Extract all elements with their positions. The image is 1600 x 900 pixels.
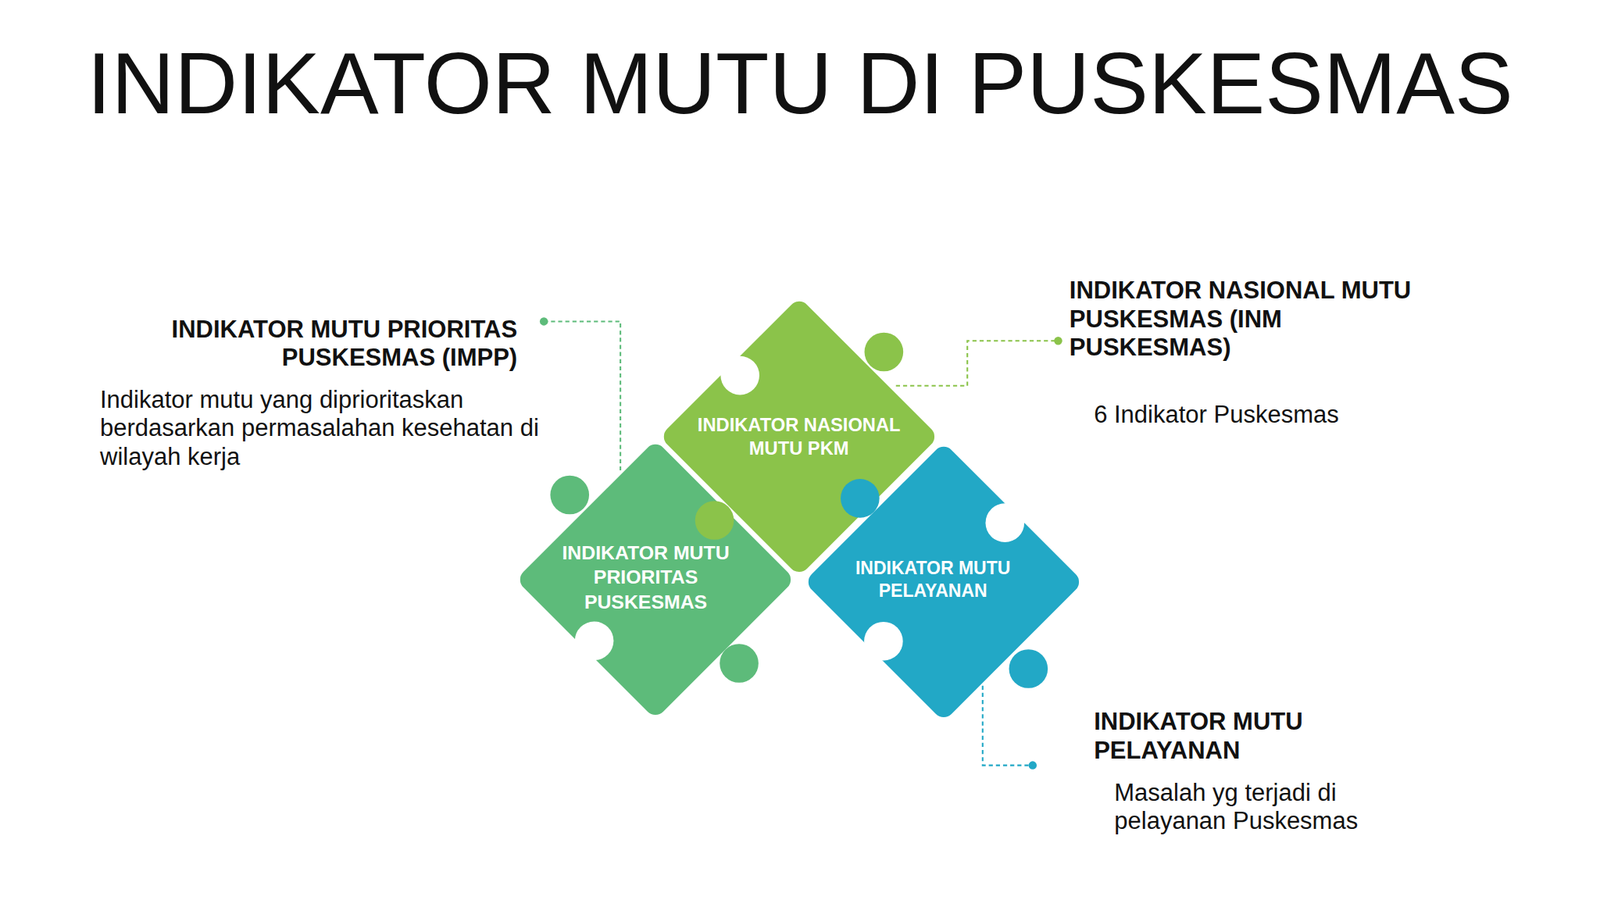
callout-body: Indikator mutu yang diprioritaskan berda…	[100, 385, 554, 472]
piece-label: INDIKATOR MUTU PELAYANAN	[846, 557, 1020, 603]
piece-text-group: INDIKATOR MUTU PELAYANAN	[846, 557, 1020, 603]
callout-body: Masalah yg terjadi di pelayanan Puskesma…	[1114, 778, 1421, 836]
piece-text-group: INDIKATOR MUTU PRIORITAS PUSKESMAS	[548, 540, 744, 615]
puzzle-nub	[719, 643, 759, 683]
puzzle-hole	[574, 621, 614, 661]
puzzle-hole	[985, 503, 1025, 543]
callout-block: 6 Indikator Puskesmas	[1093, 400, 1421, 430]
puzzle-nub	[864, 332, 904, 372]
callout-block: Indikator mutu yang diprioritaskan berda…	[100, 385, 554, 472]
piece-label: INDIKATOR NASIONAL MUTU PKM	[696, 413, 902, 461]
callout-heading: INDIKATOR MUTU PELAYANAN	[1093, 707, 1411, 765]
callout-block: Masalah yg terjadi di pelayanan Puskesma…	[1114, 778, 1421, 836]
puzzle-nub	[1009, 649, 1049, 689]
piece-text-group: INDIKATOR NASIONAL MUTU PKM	[696, 413, 902, 461]
callout-block: INDIKATOR MUTU PRIORITAS PUSKESMAS (IMPP…	[56, 315, 518, 373]
leader-dot	[1028, 760, 1037, 769]
leader-line	[543, 321, 621, 472]
puzzle-nub	[550, 475, 590, 515]
callout-heading: INDIKATOR MUTU PRIORITAS PUSKESMAS (IMPP…	[56, 315, 518, 373]
leader-dot	[1053, 336, 1062, 345]
puzzle-nub	[694, 500, 734, 540]
piece-label: INDIKATOR MUTU PRIORITAS PUSKESMAS	[548, 540, 744, 615]
page-title: INDIKATOR MUTU DI PUSKESMAS	[0, 31, 1600, 136]
puzzle-hole	[864, 621, 904, 661]
callout-heading: INDIKATOR NASIONAL MUTU PUSKESMAS (INM P…	[1069, 276, 1440, 363]
puzzle-body	[803, 442, 1084, 722]
leader-line	[896, 340, 1056, 386]
leader-line	[982, 685, 1030, 766]
puzzle-nub	[840, 478, 880, 518]
callout-body: 6 Indikator Puskesmas	[1093, 400, 1421, 430]
callout-block: INDIKATOR NASIONAL MUTU PUSKESMAS (INM P…	[1069, 276, 1440, 363]
puzzle-piece: INDIKATOR MUTU PELAYANAN	[803, 442, 1084, 722]
leader-dot	[539, 317, 548, 325]
puzzle-hole	[720, 356, 760, 396]
callout-block: INDIKATOR MUTU PELAYANAN	[1093, 707, 1411, 765]
